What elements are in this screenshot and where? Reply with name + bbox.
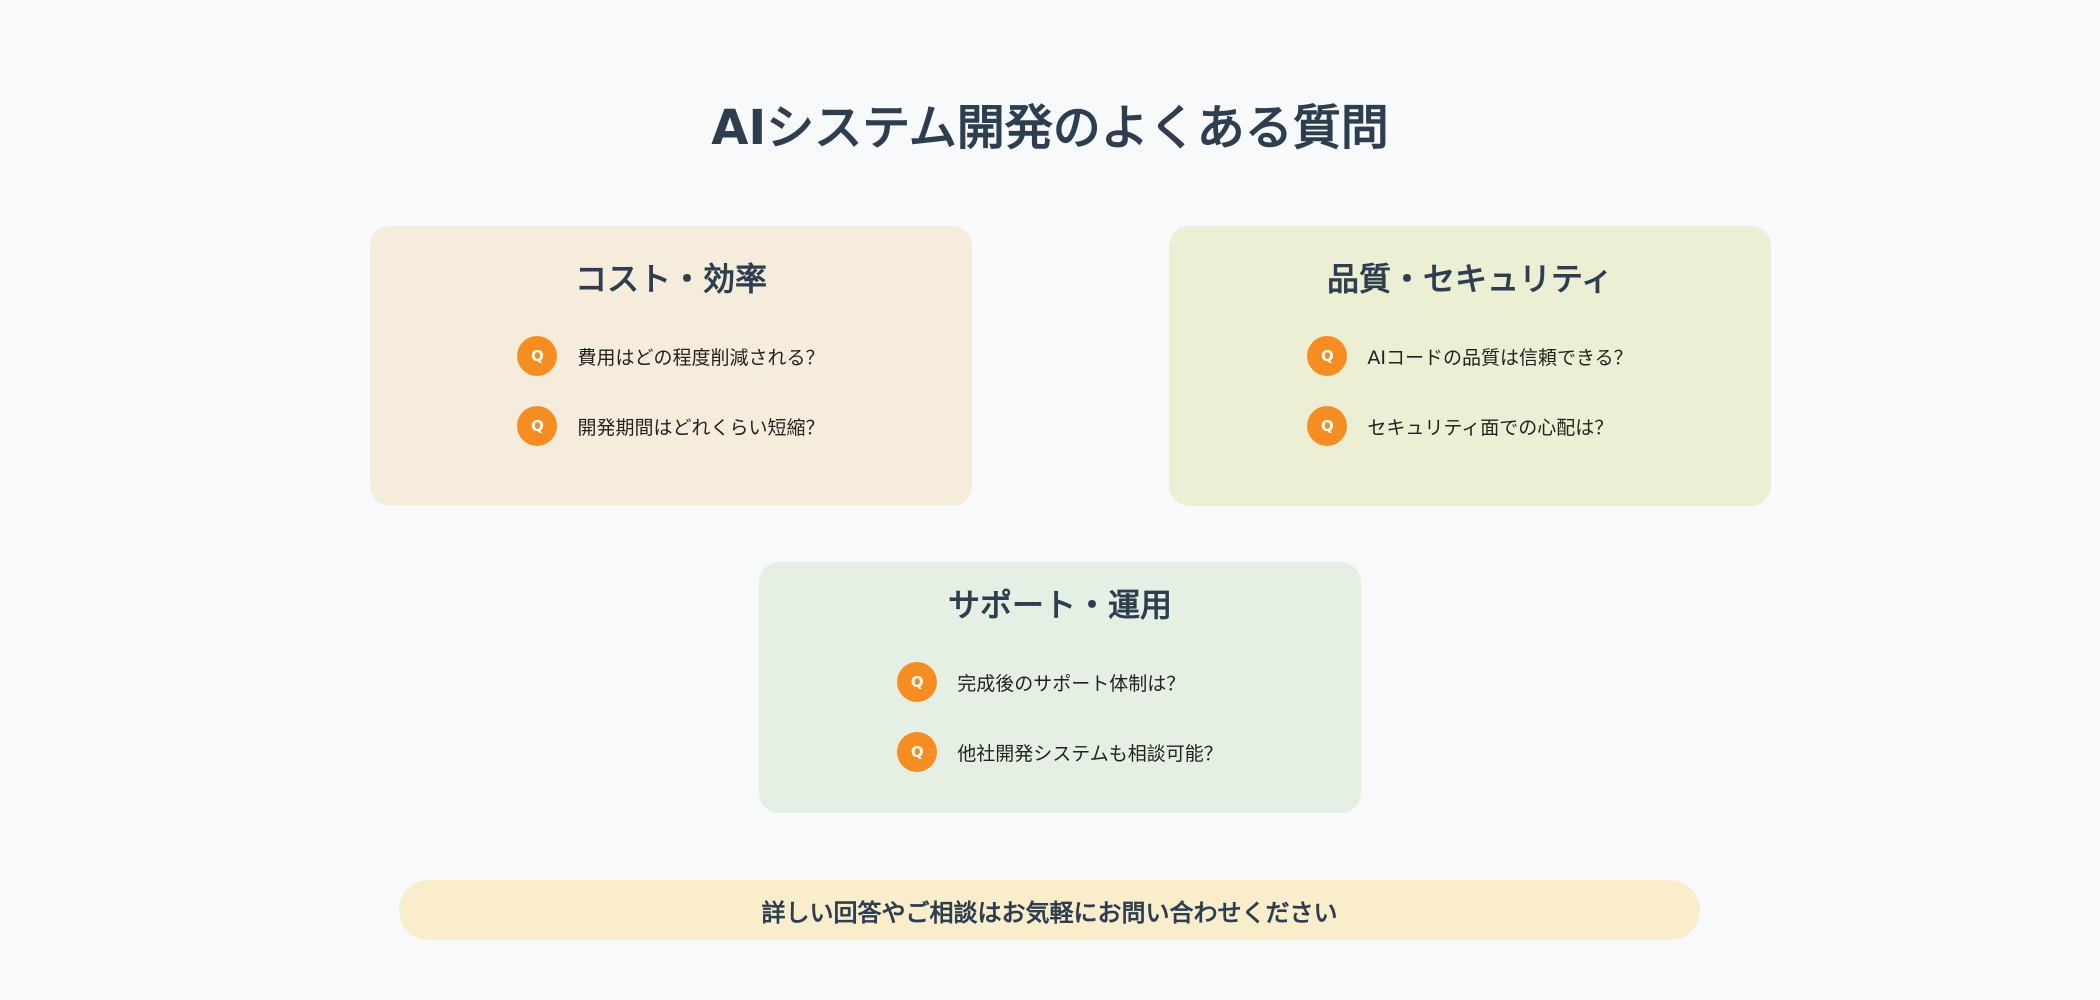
faq-item[interactable]: Q 完成後のサポート体制は？ [897,662,1222,702]
question-text: セキュリティ面での心配は？ [1367,416,1614,439]
faq-item[interactable]: Q 費用はどの程度削減される？ [517,336,825,376]
q-badge-icon: Q [1307,336,1348,376]
card-title: コスト・効率 [574,260,767,298]
page-title: AIシステム開発のよくある質問 [711,100,1389,156]
question-text: 完成後のサポート体制は？ [957,672,1186,695]
card-title: 品質・セキュリティ [1326,260,1614,298]
question-text: AIコードの品質は信頼できる？ [1367,346,1633,369]
q-badge-icon: Q [517,406,558,446]
faq-card-quality: 品質・セキュリティ Q AIコードの品質は信頼できる？ Q セキュリティ面での心配は… [1169,226,1771,506]
question-text: 開発期間はどれくらい短縮？ [577,416,825,439]
faq-card-support: サポート・運用 Q 完成後のサポート体制は？ Q 他社開発システムも相談可能？ [759,562,1361,813]
q-badge-icon: Q [897,662,938,702]
q-badge-icon: Q [517,336,558,376]
faq-item[interactable]: Q セキュリティ面での心配は？ [1307,406,1632,446]
question-text: 他社開発システムも相談可能？ [957,742,1223,765]
faq-card-cost: コスト・効率 Q 費用はどの程度削減される？ Q 開発期間はどれくらい短縮？ [370,226,972,506]
q-badge-icon: Q [1307,406,1348,446]
card-title: サポート・運用 [947,586,1172,624]
faq-item[interactable]: Q AIコードの品質は信頼できる？ [1307,336,1633,376]
question-text: 費用はどの程度削減される？ [577,346,825,369]
contact-banner[interactable]: 詳しい回答やご相談はお気軽にお問い合わせください [399,880,1700,940]
faq-item[interactable]: Q 開発期間はどれくらい短縮？ [517,406,825,446]
faq-item[interactable]: Q 他社開発システムも相談可能？ [897,732,1223,772]
q-badge-icon: Q [897,732,938,772]
